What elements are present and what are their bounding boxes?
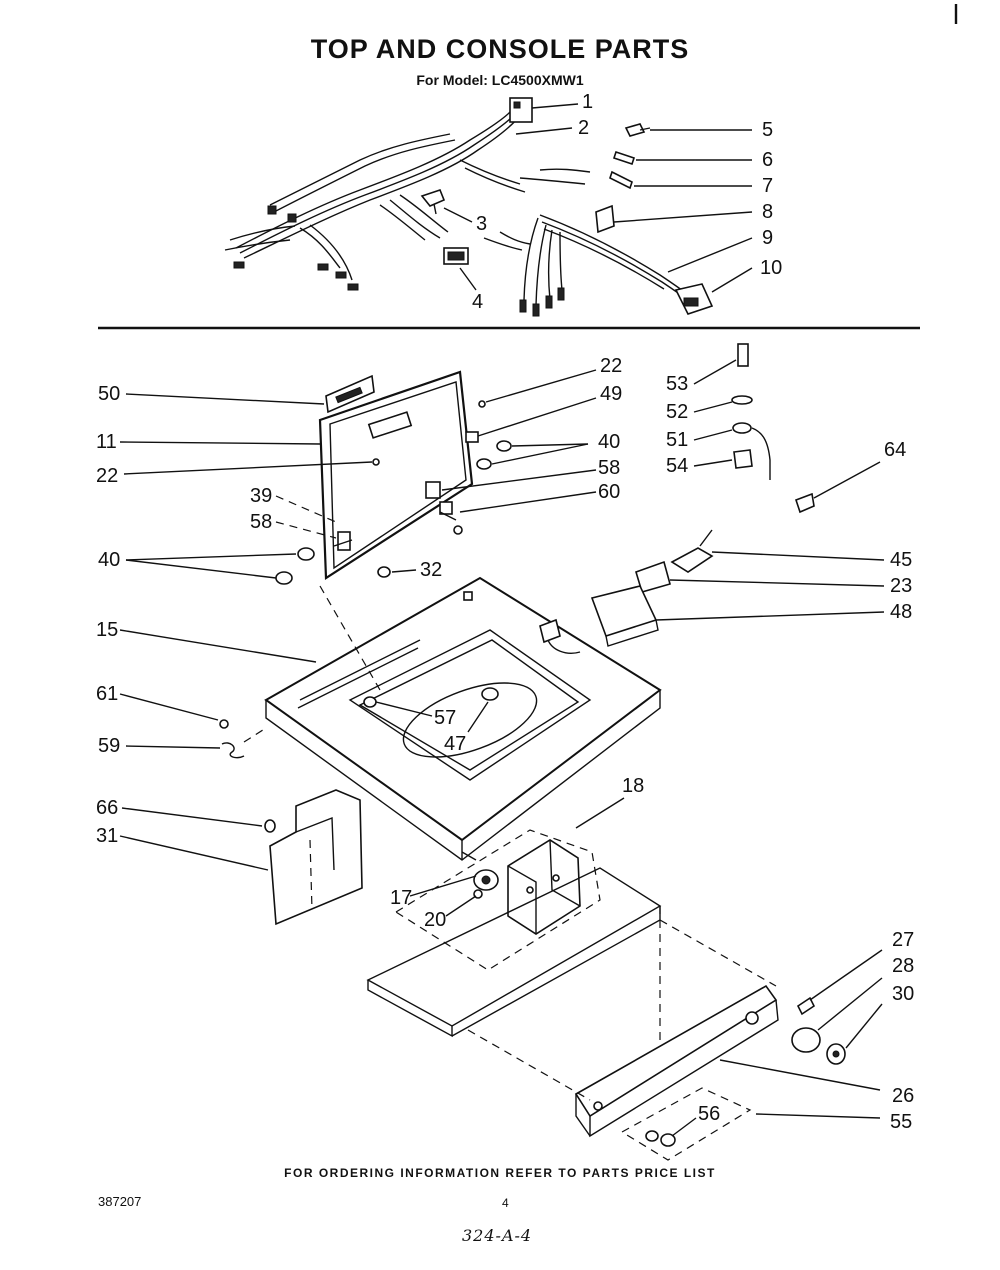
screws-part-40: [275, 440, 512, 585]
fastener-part-5: [624, 123, 651, 137]
leader-lines: [119, 103, 885, 1137]
callout-32: 32: [420, 559, 442, 581]
clip-part-3: [420, 189, 446, 215]
model-subtitle: For Model: LC4500XMW1: [416, 72, 584, 88]
switch-housing-part-48: [590, 585, 659, 647]
lid-switch-part-45: [670, 529, 714, 573]
callout-50: 50: [98, 383, 120, 405]
callout-15: 15: [96, 619, 118, 641]
callout-64: 64: [884, 439, 906, 461]
callout-45: 45: [890, 549, 912, 571]
callout-9: 9: [762, 227, 773, 249]
connector-part-1: [509, 97, 533, 123]
callout-2: 2: [578, 117, 589, 139]
callout-10: 10: [760, 257, 782, 279]
callout-59: 59: [98, 735, 120, 757]
timer-part-18: [507, 839, 581, 935]
callout-30: 30: [892, 983, 914, 1005]
hinge-part-39-58: [333, 531, 353, 551]
callout-6: 6: [762, 149, 773, 171]
callout-66: 66: [96, 797, 118, 819]
callout-47: 47: [444, 733, 466, 755]
terminal-part-7: [609, 170, 633, 190]
spring-part-59: [221, 742, 245, 759]
clip-part-61: [219, 719, 229, 729]
guide-line-lid: [319, 585, 381, 691]
handwritten-note: 324-A-4: [462, 1226, 533, 1245]
lid-switch-hardware: [731, 343, 815, 514]
callout-58-right: 58: [598, 457, 620, 479]
callout-53: 53: [666, 373, 688, 395]
connector-part-10: [674, 283, 714, 315]
top-panel-part-15: [264, 576, 662, 861]
terminal-part-6: [612, 150, 636, 166]
page-number: 4: [502, 1196, 509, 1210]
callout-20: 20: [424, 909, 446, 931]
grommet-part-66: [264, 819, 276, 833]
callout-39: 39: [250, 485, 272, 507]
callout-22-top: 22: [600, 355, 622, 377]
page-title: TOP AND CONSOLE PARTS: [310, 34, 690, 64]
switch-part-4: [443, 247, 469, 265]
callout-60: 60: [598, 481, 620, 503]
timer-bracket-outline: [394, 829, 601, 971]
bracket-part-8: [595, 204, 615, 234]
lid-label-part-50: [325, 374, 375, 414]
callout-40-left: 40: [98, 549, 120, 571]
callout-numbers: 1 2 3 4 5 6 7 8 9 10 22 49 40 58 60 53 5…: [96, 91, 914, 1133]
callout-26: 26: [892, 1085, 914, 1107]
callout-31: 31: [96, 825, 118, 847]
callout-55: 55: [890, 1111, 912, 1133]
callout-28: 28: [892, 955, 914, 977]
callout-61: 61: [96, 683, 118, 705]
callout-57: 57: [434, 707, 456, 729]
document-number: 387207: [98, 1194, 142, 1209]
callout-49: 49: [600, 383, 622, 405]
ordering-info-note: FOR ORDERING INFORMATION REFER TO PARTS …: [284, 1166, 716, 1180]
callout-1: 1: [582, 91, 593, 113]
callout-56: 56: [698, 1103, 720, 1125]
callout-17: 17: [390, 887, 412, 909]
callout-5: 5: [762, 119, 773, 141]
hinge-part-58-60: [425, 481, 457, 521]
callout-48: 48: [890, 601, 912, 623]
callout-3: 3: [476, 213, 487, 235]
callout-4: 4: [472, 291, 483, 313]
callout-54: 54: [666, 455, 688, 477]
callout-22-left: 22: [96, 465, 118, 487]
callout-40-right: 40: [598, 431, 620, 453]
shield-part-31: [269, 789, 363, 926]
callout-18: 18: [622, 775, 644, 797]
timer-motor-part-17-20: [461, 851, 499, 899]
callout-58-left: 58: [250, 511, 272, 533]
callout-23: 23: [890, 575, 912, 597]
knob-assembly-27-28-30: [791, 996, 846, 1065]
callout-11: 11: [96, 431, 117, 453]
callout-51: 51: [666, 429, 688, 451]
wiring-harness-right: [483, 168, 693, 317]
console-base-part-26: [366, 867, 779, 1138]
wiring-harness-left: [224, 109, 526, 291]
small-parts-22-49-32: [372, 400, 486, 578]
callout-7: 7: [762, 175, 773, 197]
fastener-group-55-56: [620, 1087, 752, 1161]
callout-27: 27: [892, 929, 914, 951]
guide-line-screw: [243, 727, 267, 743]
callout-8: 8: [762, 201, 773, 223]
callout-52: 52: [666, 401, 688, 423]
